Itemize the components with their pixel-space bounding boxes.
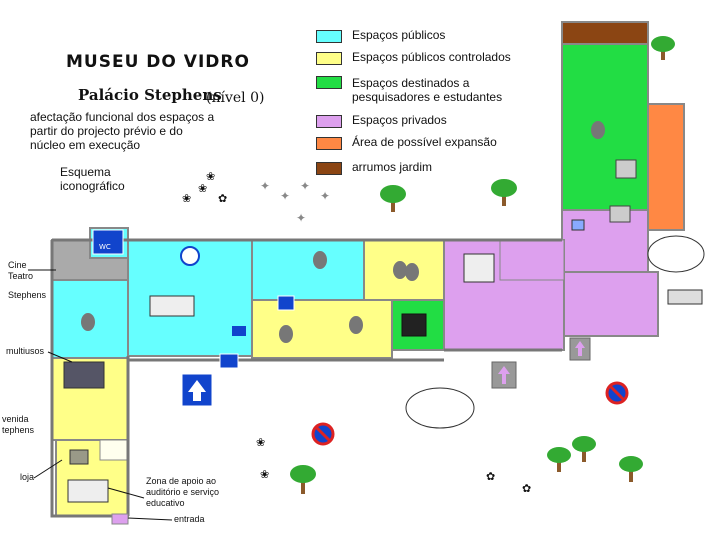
avenida-label: venida tephens bbox=[2, 414, 34, 436]
description-line: afectação funcional dos espaços a bbox=[30, 110, 215, 124]
avenida-label-line: tephens bbox=[2, 425, 35, 435]
svg-text:✦: ✦ bbox=[320, 189, 330, 203]
arrow-right-icon bbox=[232, 326, 246, 336]
cine-label-line: Cine bbox=[8, 260, 27, 270]
leader-line bbox=[33, 459, 63, 479]
legend-swatch-research bbox=[316, 76, 342, 89]
svg-text:✦: ✦ bbox=[296, 211, 306, 225]
vehicle-icon bbox=[667, 289, 703, 305]
flower-icon: ✿ bbox=[522, 483, 531, 495]
cart-icon bbox=[69, 449, 89, 465]
gallery-north bbox=[251, 239, 365, 301]
multiusos-label: multiusos bbox=[6, 346, 45, 356]
display-board-icon bbox=[463, 253, 495, 283]
tree-icon bbox=[491, 179, 517, 206]
loja-label: loja bbox=[20, 472, 35, 482]
library-icon bbox=[401, 313, 427, 337]
legend-swatch-storage bbox=[316, 162, 342, 175]
glass-piece-icon bbox=[81, 121, 605, 343]
legend-swatch-public bbox=[316, 30, 342, 43]
cine-label-line: Teatro bbox=[8, 271, 34, 281]
audience-icon bbox=[63, 361, 105, 389]
wall bbox=[50, 240, 128, 518]
gallery-south bbox=[251, 299, 393, 359]
cine-teatro-label: Cine Teatro bbox=[8, 260, 33, 282]
svg-text:✦: ✦ bbox=[300, 179, 310, 193]
up-arrow-icon bbox=[498, 366, 510, 384]
flower-icon: ❀ bbox=[182, 193, 191, 205]
svg-text:✦: ✦ bbox=[280, 189, 290, 203]
legend-swatch-expansion bbox=[316, 137, 342, 150]
legend-swatch-private bbox=[316, 115, 342, 128]
legend-label-storage: arrumos jardim bbox=[352, 160, 433, 174]
legend-label-public: Espaços públicos bbox=[352, 28, 446, 42]
zona-label-line: Zona de apoio ao bbox=[146, 476, 217, 486]
map-subtitle: Palácio Stephens bbox=[78, 86, 222, 104]
accessibility-icon bbox=[277, 295, 295, 311]
schema-label-line: Esquema bbox=[60, 165, 111, 179]
legend-label-controlled: Espaços públicos controlados bbox=[352, 50, 511, 64]
map-title: MUSEU DO VIDRO bbox=[66, 52, 250, 72]
leader-line bbox=[47, 351, 73, 363]
avenida-label-line: venida bbox=[2, 414, 29, 424]
description-line: partir do projecto prévio e do bbox=[30, 124, 183, 138]
up-arrow-icon bbox=[575, 341, 585, 356]
description-line: núcleo em execução bbox=[30, 138, 141, 152]
legend-label-research: Espaços destinados a bbox=[352, 76, 470, 90]
legend-swatch-controlled bbox=[316, 52, 342, 65]
stephens-label: Stephens bbox=[8, 290, 47, 300]
info-icon bbox=[180, 246, 200, 266]
private-room-lower bbox=[561, 271, 659, 337]
wc-sign bbox=[92, 229, 124, 255]
tree-icon bbox=[290, 465, 316, 494]
map-description: afectação funcional dos espaços a partir… bbox=[30, 110, 270, 152]
reception-desk-icon bbox=[149, 295, 195, 317]
zona-apoio-label: Zona de apoio ao auditório e serviço edu… bbox=[146, 476, 256, 509]
no-parking-slash bbox=[314, 425, 332, 443]
legend-label-research-line2: pesquisadores e estudantes bbox=[352, 90, 503, 104]
tree-icon bbox=[651, 36, 675, 60]
tree-icon bbox=[572, 436, 596, 462]
legend-label-expansion: Área de possível expansão bbox=[352, 135, 497, 149]
leader-line bbox=[107, 487, 145, 499]
expansion-area bbox=[647, 103, 685, 231]
legend-label-private: Espaços privados bbox=[352, 113, 447, 127]
tree-icon bbox=[619, 456, 643, 482]
level-label: (nível 0) bbox=[206, 90, 265, 106]
schema-label: Esquema iconográfico bbox=[60, 165, 125, 193]
flower-icon: ❀ bbox=[206, 171, 215, 183]
flower-icon: ❀ bbox=[198, 183, 207, 195]
wc-sign-label: WC bbox=[99, 243, 111, 251]
flower-icon: ✿ bbox=[486, 471, 495, 483]
leader-line bbox=[127, 517, 173, 521]
no-parking-slash bbox=[608, 384, 626, 402]
lock-icon bbox=[571, 219, 585, 231]
tree-icon bbox=[380, 185, 406, 212]
entrance-marker bbox=[111, 513, 129, 525]
svg-text:✦: ✦ bbox=[260, 179, 270, 193]
up-arrow-icon bbox=[188, 380, 206, 401]
gardening-bubble bbox=[405, 387, 475, 429]
meeting-table-icon bbox=[67, 479, 109, 503]
entrada-label: entrada bbox=[174, 514, 205, 524]
research-area bbox=[561, 43, 649, 211]
flower-icon: ✿ bbox=[218, 193, 227, 205]
garden-pattern: ✦ ✦ ✦ ✦ ✦ bbox=[260, 179, 330, 225]
flower-icon: ❀ bbox=[256, 437, 265, 449]
toilets bbox=[499, 239, 565, 281]
flower-icon: ❀ bbox=[260, 469, 269, 481]
computer-icon bbox=[609, 205, 631, 223]
schema-label-line: iconográfico bbox=[60, 179, 125, 193]
tree-icon bbox=[547, 447, 571, 472]
services-bubble bbox=[647, 235, 705, 273]
safe-icon bbox=[615, 159, 637, 179]
accessibility-icon bbox=[219, 353, 239, 369]
zona-label-line: auditório e serviço bbox=[146, 487, 220, 497]
zona-label-line: educativo bbox=[146, 498, 185, 508]
